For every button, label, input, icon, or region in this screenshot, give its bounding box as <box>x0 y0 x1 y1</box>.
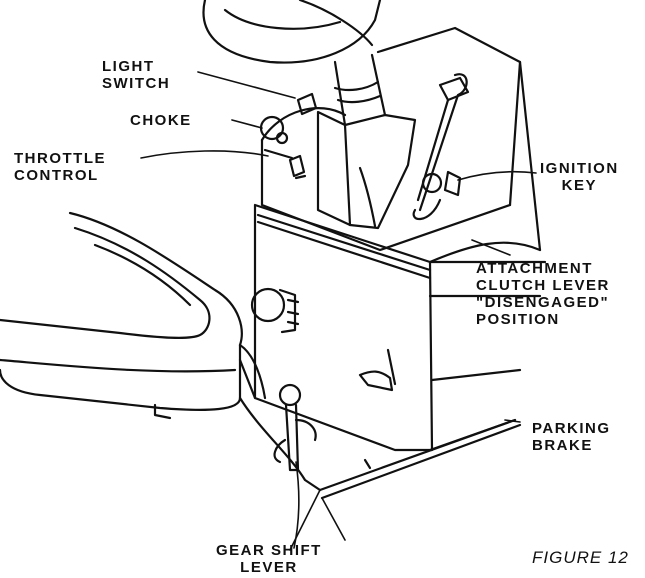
left-controls <box>259 92 318 180</box>
parking-brake-lever <box>358 348 397 392</box>
leader-light-switch <box>197 71 296 99</box>
leader-attachment <box>471 239 511 256</box>
label-choke: CHOKE <box>130 112 192 129</box>
label-light-switch: LIGHT SWITCH <box>102 58 171 92</box>
column-boot <box>316 110 417 230</box>
callout-leaders <box>140 71 537 551</box>
side-knob <box>250 287 300 334</box>
leader-throttle <box>140 150 269 159</box>
leader-ignition <box>457 170 537 181</box>
label-parking-brake: PARKING BRAKE <box>532 420 611 454</box>
gear-shift-lever <box>273 383 317 472</box>
leader-choke <box>231 119 263 129</box>
label-attachment-clutch-lever: ATTACHMENT CLUTCH LEVER "DISENGAGED" POS… <box>476 260 610 328</box>
floor-edge <box>321 497 346 541</box>
label-ignition-key: IGNITION KEY <box>540 160 619 194</box>
steering-wheel <box>202 0 382 64</box>
label-throttle-control: THROTTLE CONTROL <box>14 150 106 184</box>
figure-caption: FIGURE 12 <box>532 548 629 567</box>
leader-gear-shift-2 <box>289 489 321 551</box>
leader-parking <box>504 419 521 423</box>
floor-deck <box>238 343 522 500</box>
label-gear-shift-lever: GEAR SHIFT LEVER <box>216 542 322 576</box>
ignition-and-clutch <box>412 73 470 220</box>
seat <box>0 211 243 420</box>
